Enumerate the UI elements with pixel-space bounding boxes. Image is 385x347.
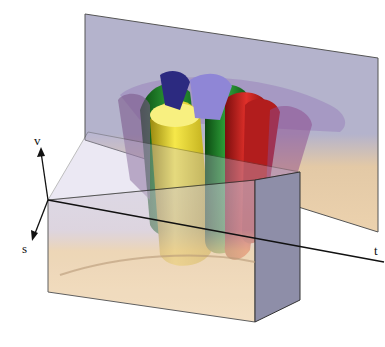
axis-label: s [22, 242, 27, 255]
axis-label: t [374, 244, 378, 257]
axis-label: v [34, 134, 41, 147]
